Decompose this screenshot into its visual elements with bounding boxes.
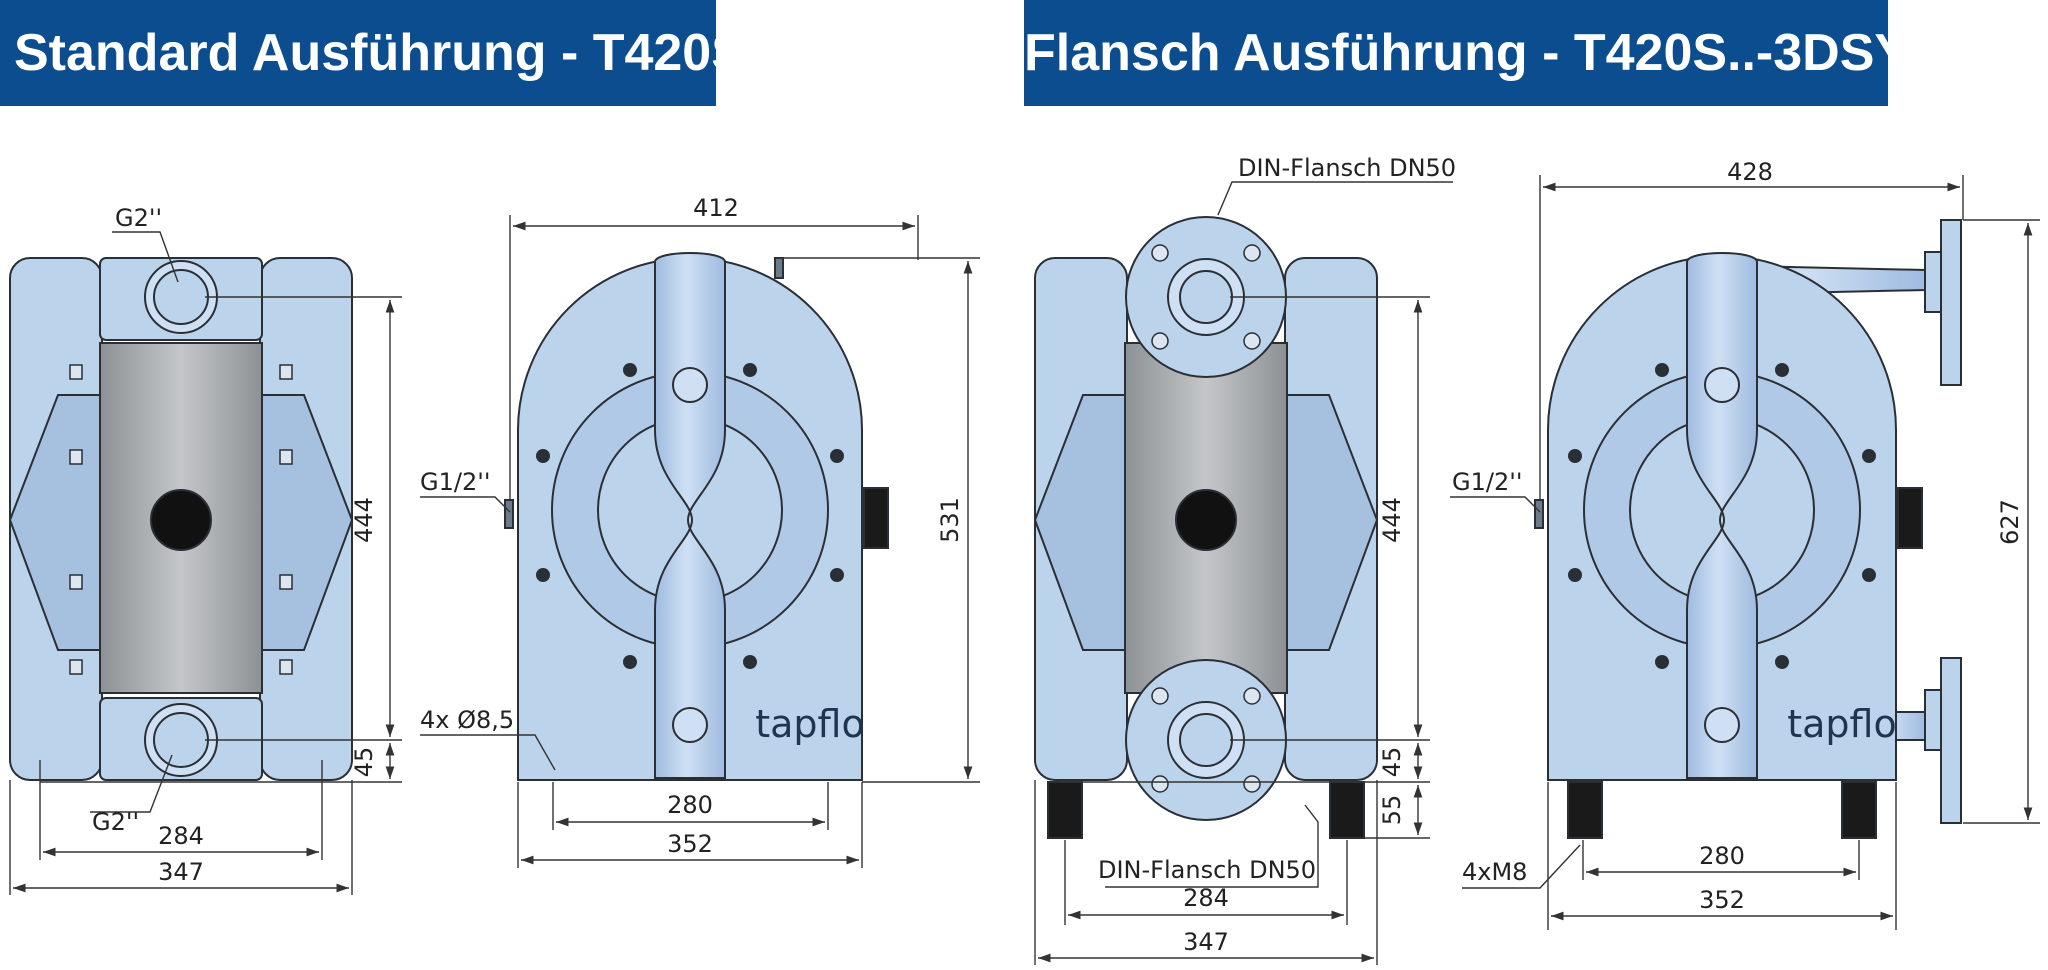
brand-logo-standard: tapflo: [755, 702, 865, 746]
flange-air-port-label: G1/2'': [1452, 468, 1522, 496]
port-top-label: G2'': [115, 204, 162, 232]
standard-front-view: [8, 257, 354, 781]
holes-label: 4x Ø8,5: [420, 706, 514, 734]
feet-thread-label: 4xM8: [1462, 858, 1527, 886]
flange-front-view: [1033, 216, 1379, 839]
standard-side-labels: 412 531 G1/2'' 4x Ø8,5 280 352: [420, 194, 964, 858]
flange-side-labels: 428 627 G1/2'' 4xM8 280 352: [1452, 158, 2024, 914]
side-width-outer-label: 352: [667, 830, 713, 858]
heading-flange: Flansch Ausführung - T420S..-3DSY: [1024, 0, 1909, 106]
flange-front-labels: DIN-Flansch DN50 DIN-Flansch DN50 444 45…: [1098, 154, 1456, 956]
port-bottom-label: G2'': [92, 808, 139, 836]
standard-side-dimensions: [420, 215, 980, 868]
width-outer-label: 347: [158, 858, 204, 886]
height-label: 444: [350, 497, 378, 543]
air-port-label: G1/2'': [420, 468, 490, 496]
flange-front-dimensions: [1034, 181, 1453, 965]
flange-side-width-top-label: 428: [1727, 158, 1773, 186]
width-inner-label: 284: [158, 822, 204, 850]
flange-width-outer-label: 347: [1183, 928, 1229, 956]
heading-standard: Standard Ausführung - T420S: [0, 0, 746, 106]
standard-front-labels: G2'' G2'' 444 45 284 347: [92, 204, 378, 886]
brand-logo-flange: tapflo: [1787, 702, 1897, 746]
flange-width-inner-label: 284: [1183, 884, 1229, 912]
flange-side-width-inner-label: 280: [1699, 842, 1745, 870]
flange-side-view: [1534, 219, 1962, 839]
flange-height-label: 444: [1378, 497, 1406, 543]
standard-side-view: [504, 252, 889, 781]
flange-side-height-label: 627: [1996, 499, 2024, 545]
flange-top-label: DIN-Flansch DN50: [1238, 154, 1456, 182]
flange-side-dimensions: [1450, 175, 2040, 930]
side-width-inner-label: 280: [667, 791, 713, 819]
bottom-offset-label: 45: [350, 747, 378, 778]
standard-front-dimensions: [9, 231, 402, 895]
flange-bottom-label: DIN-Flansch DN50: [1098, 856, 1316, 884]
side-width-top-label: 412: [693, 194, 739, 222]
flange-bottom-offset-label: 45: [1378, 747, 1406, 778]
flange-side-width-outer-label: 352: [1699, 886, 1745, 914]
feet-height-label: 55: [1378, 795, 1406, 826]
side-height-label: 531: [936, 497, 964, 543]
